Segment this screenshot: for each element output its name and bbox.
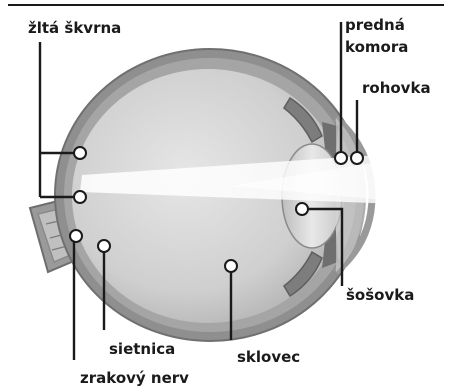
vitreous-label: sklovec — [237, 348, 300, 366]
macula-label: žltá škvrna — [28, 19, 121, 37]
cornea-label: rohovka — [362, 79, 431, 97]
retina-label: sietnica — [109, 340, 175, 358]
cornea-marker — [351, 152, 363, 164]
anterior-chamber-label-line1: predná — [345, 16, 405, 34]
anterior-chamber-label-line2: komora — [345, 38, 408, 56]
lens-marker — [296, 203, 308, 215]
anterior-chamber-marker — [335, 152, 347, 164]
macula-marker-upper — [74, 147, 86, 159]
optic-nerve-label: zrakový nerv — [80, 369, 189, 387]
lens-label: šošovka — [346, 286, 414, 304]
optic-nerve-marker — [70, 230, 82, 242]
macula-marker-lower — [74, 191, 86, 203]
vitreous-marker — [225, 260, 237, 272]
retina-marker — [98, 240, 110, 252]
